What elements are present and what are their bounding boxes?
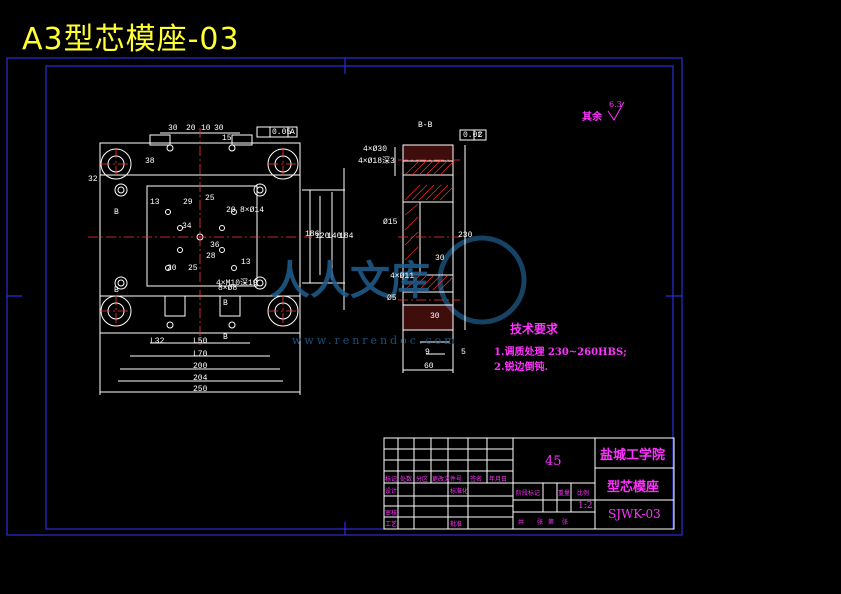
dim-label: 13: [150, 198, 160, 207]
watermark-text: 人人文库: [270, 257, 430, 304]
dim-label: 4×Ø18深3: [358, 157, 395, 166]
dim-label: B: [223, 299, 228, 308]
section-centerlines: [398, 159, 460, 301]
dim-label: 30: [430, 312, 440, 321]
tb-label: 审核: [385, 510, 398, 517]
dim-label: B-B: [418, 121, 433, 130]
tech-requirement-1: 1.调质处理 230~260HBS;: [494, 347, 627, 358]
dim-label: 120: [315, 232, 330, 241]
dim-label: 30: [435, 254, 445, 263]
dim-label: B: [223, 333, 228, 342]
tb-label: 标记: [385, 476, 398, 483]
scale-value: 1:2: [578, 501, 593, 511]
roughness-note: 其余: [582, 112, 602, 123]
dim-label: 13: [241, 258, 251, 267]
tb-label: 张: [537, 519, 544, 526]
dim-label: B: [114, 208, 119, 217]
drawing-title: A3型芯模座-03: [22, 22, 240, 57]
dim-label: 4×Ø11: [390, 272, 415, 281]
dim-label: 8×Ø14: [240, 206, 265, 215]
dim-label: 9: [425, 348, 430, 357]
tb-label: 重量: [558, 490, 571, 497]
dim-label: L50: [193, 337, 208, 346]
title-block-grid: [383, 437, 675, 530]
tb-label: 工艺: [385, 521, 398, 528]
inner-frame: [45, 65, 674, 530]
dim-label: 25: [205, 194, 215, 203]
tb-label: 设计: [385, 488, 398, 495]
dim-label: 186: [305, 230, 320, 239]
tb-label: 处数: [400, 476, 413, 483]
dim-label: 34: [182, 222, 192, 231]
tb-label: 批准: [450, 521, 463, 528]
dim-label: 29: [183, 198, 193, 207]
drawing-number: SJWK-03: [608, 507, 661, 521]
tb-label: 标准化: [450, 488, 469, 495]
dim-label: 38: [145, 157, 155, 166]
dim-label: 0.05: [272, 128, 292, 137]
dim-label: 30: [214, 124, 224, 133]
dim-label: 184: [339, 232, 354, 241]
dim-label: L70: [193, 350, 208, 359]
dim-label: 36: [210, 241, 220, 250]
watermark-logo: [437, 235, 527, 325]
dim-label: 200: [193, 362, 208, 371]
dim-label: Ø15: [383, 218, 398, 227]
dim-label: 20: [226, 206, 236, 215]
dim-label: L32: [150, 337, 165, 346]
watermark-url: www.renrendoc.com: [292, 334, 458, 347]
tb-label: 签名: [470, 476, 483, 483]
material-value: 45: [545, 454, 562, 469]
section-view: [394, 129, 487, 373]
dim-label: 30: [168, 124, 178, 133]
dim-label: C: [478, 131, 483, 140]
dim-label: 10: [201, 124, 211, 133]
tb-label: 共: [518, 519, 525, 526]
dim-label: 32: [88, 175, 98, 184]
tb-label: 阶段标记: [516, 490, 541, 497]
dim-label: 8×Ø8: [218, 284, 238, 293]
tb-label: 张: [562, 519, 569, 526]
centering-marks: [7, 58, 682, 535]
dim-label: 250: [193, 385, 208, 394]
dim-label: 4×M10深19: [216, 279, 258, 288]
tech-requirement-2: 2.锐边倒钝.: [494, 362, 548, 373]
dim-label: 0.02: [463, 131, 483, 140]
dim-label: B: [114, 286, 119, 295]
roughness-value: 6.3: [609, 100, 622, 109]
dim-label: 20: [186, 124, 196, 133]
dim-label: 60: [424, 362, 434, 371]
part-name: 型芯模座: [607, 480, 660, 495]
dim-label: 204: [193, 374, 208, 383]
section-hatching: [404, 159, 454, 291]
tb-label: 分区: [416, 476, 429, 483]
dim-label: A: [290, 128, 295, 137]
dim-label: Ø5: [387, 294, 397, 303]
dim-label: 230: [458, 231, 473, 240]
roughness-symbol: [607, 101, 625, 121]
tech-requirements-heading: 技术要求: [510, 322, 559, 336]
dim-label: 140: [327, 232, 342, 241]
dim-label: 28: [206, 252, 216, 261]
dim-label: 15: [222, 134, 232, 143]
tb-label: 更改文件号: [432, 476, 463, 483]
dim-label: 25: [188, 264, 198, 273]
tb-label: 第: [548, 519, 555, 526]
dim-label: 5: [461, 348, 466, 357]
tb-label: 比例: [577, 490, 590, 497]
tb-label: 年月日: [489, 476, 508, 483]
school-name: 盐城工学院: [600, 448, 666, 463]
dim-label: 20: [167, 264, 177, 273]
dim-label: 4×Ø30: [363, 145, 388, 154]
front-centerlines: [88, 128, 312, 345]
